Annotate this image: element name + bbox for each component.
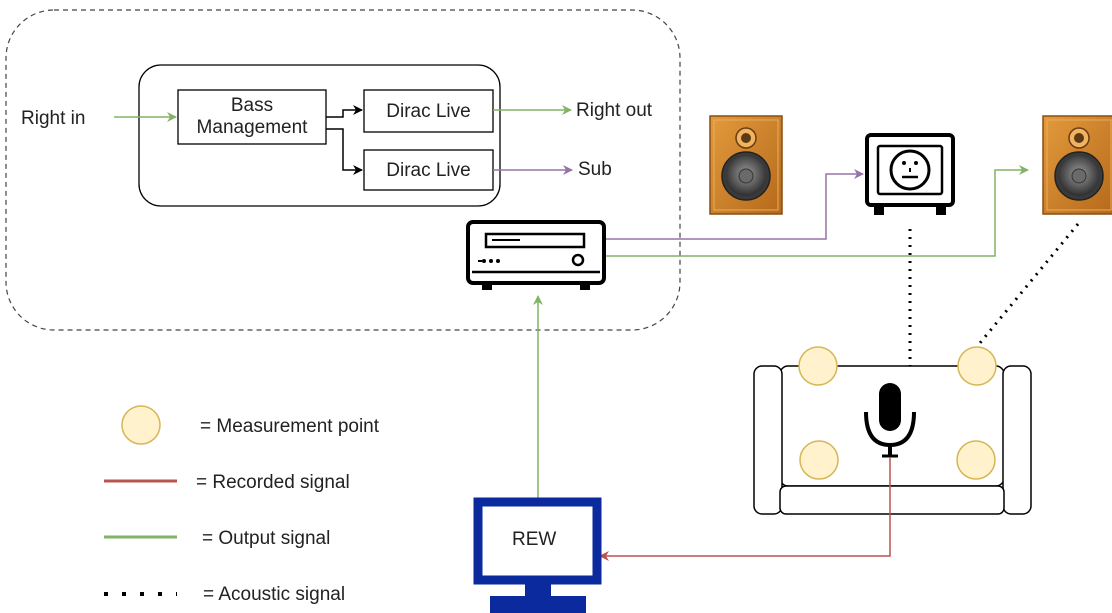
dirac-live-bottom-block xyxy=(363,149,494,191)
legend-measurement-point xyxy=(121,405,161,445)
rew-label: REW xyxy=(512,529,557,550)
measurement-point xyxy=(956,440,996,480)
subwoofer-icon xyxy=(865,133,955,215)
right-in-label: Right in xyxy=(21,108,86,129)
processing-region xyxy=(5,9,681,331)
legend-acoustic-label: = Acoustic signal xyxy=(203,584,346,605)
receiver-to-speaker-line xyxy=(606,165,1029,257)
legend-measurement-label: = Measurement point xyxy=(200,416,380,437)
bm-to-dirac-bottom-arrow xyxy=(326,128,363,175)
right-speaker-icon xyxy=(1042,115,1112,215)
bass-management-line1: Bass xyxy=(230,95,274,116)
bass-management-block xyxy=(177,89,327,145)
measurement-point xyxy=(798,346,838,386)
bm-to-dirac-top-arrow xyxy=(326,105,363,118)
microphone-icon xyxy=(864,383,916,458)
monitor-icon xyxy=(473,497,602,613)
measurement-point xyxy=(957,346,997,386)
legend-output-label: = Output signal xyxy=(202,528,331,549)
bass-management-label: Bass Management xyxy=(178,95,326,139)
dirac-bottom-label: Dirac Live xyxy=(386,160,471,181)
dirac-live-top-block xyxy=(363,89,494,133)
av-receiver-icon xyxy=(466,220,606,290)
right-out-label: Right out xyxy=(576,100,653,121)
left-speaker-icon xyxy=(709,115,783,215)
recorded-signal-line xyxy=(599,457,891,561)
dirac-top-label: Dirac Live xyxy=(386,101,471,122)
legend-recorded-label: = Recorded signal xyxy=(196,472,350,493)
sub-label: Sub xyxy=(578,159,612,180)
measurement-point xyxy=(799,440,839,480)
receiver-to-sub-line xyxy=(606,169,864,240)
bass-management-line2: Management xyxy=(196,117,308,138)
